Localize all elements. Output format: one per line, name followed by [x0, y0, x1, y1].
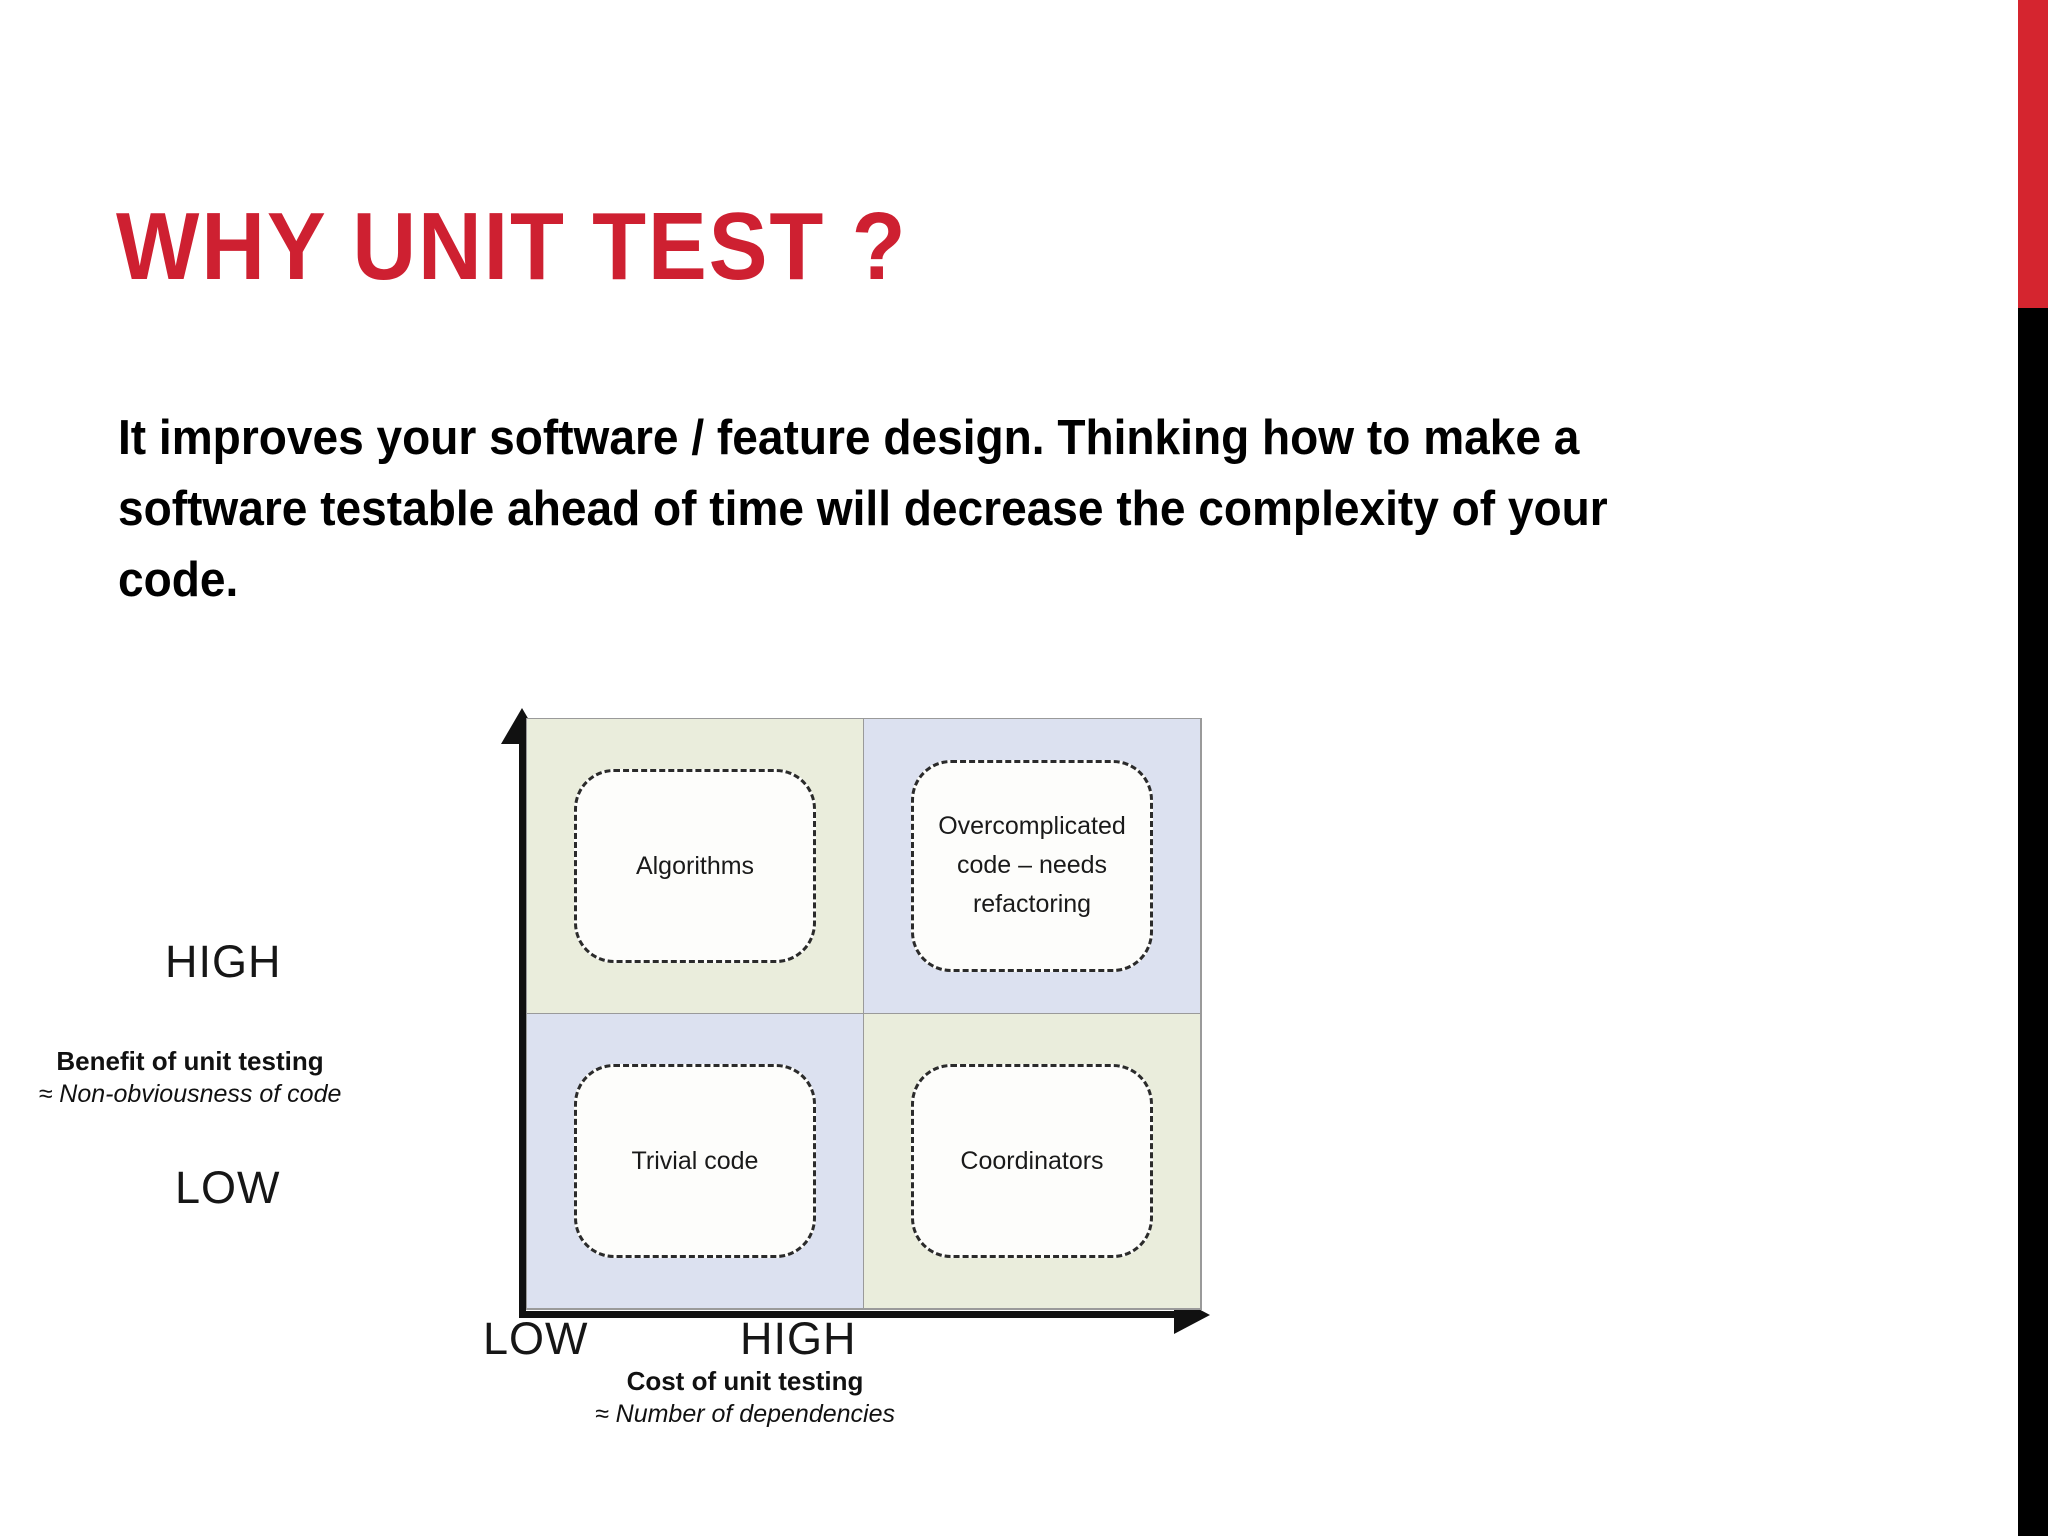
quadrant-grid: Algorithms Overcomplicated code – needs …	[526, 718, 1202, 1310]
y-axis-tick-low: LOW	[175, 1162, 281, 1213]
page-title: Why unit test ?	[116, 193, 908, 300]
x-axis-title: Cost of unit testing ≈ Number of depende…	[430, 1365, 1060, 1431]
y-axis-title-main: Benefit of unit testing	[56, 1046, 324, 1076]
y-axis-tick-high: HIGH	[165, 936, 282, 987]
y-axis-title-sub: ≈ Non-obviousness of code	[38, 1080, 342, 1108]
quadrant-label-coordinators: Coordinators	[911, 1063, 1153, 1259]
quadrant-high-cost-low-benefit: Coordinators	[863, 1013, 1201, 1309]
quadrant-high-cost-high-benefit: Overcomplicated code – needs refactoring	[863, 718, 1201, 1014]
quadrant-label-overcomplicated-code: Overcomplicated code – needs refactoring	[911, 760, 1153, 972]
x-axis-tick-low: LOW	[483, 1313, 589, 1364]
x-axis-line	[519, 1311, 1179, 1318]
y-axis-line	[519, 740, 526, 1318]
quadrant-label-algorithms: Algorithms	[574, 768, 816, 964]
quadrant-low-cost-high-benefit: Algorithms	[526, 718, 864, 1014]
right-edge-black-bar	[2018, 308, 2048, 1536]
x-axis-title-sub: ≈ Number of dependencies	[594, 1400, 895, 1428]
y-axis-title: Benefit of unit testing ≈ Non-obviousnes…	[0, 1045, 385, 1111]
x-axis-tick-high: HIGH	[740, 1313, 857, 1364]
quadrant-low-cost-low-benefit: Trivial code	[526, 1013, 864, 1309]
slide-body-text: It improves your software / feature desi…	[118, 411, 1608, 607]
right-edge-red-bar	[2018, 0, 2048, 308]
quadrant-label-trivial-code: Trivial code	[574, 1063, 816, 1259]
x-axis-title-main: Cost of unit testing	[626, 1366, 864, 1396]
unit-test-quadrant-figure: Algorithms Overcomplicated code – needs …	[120, 700, 1320, 1480]
